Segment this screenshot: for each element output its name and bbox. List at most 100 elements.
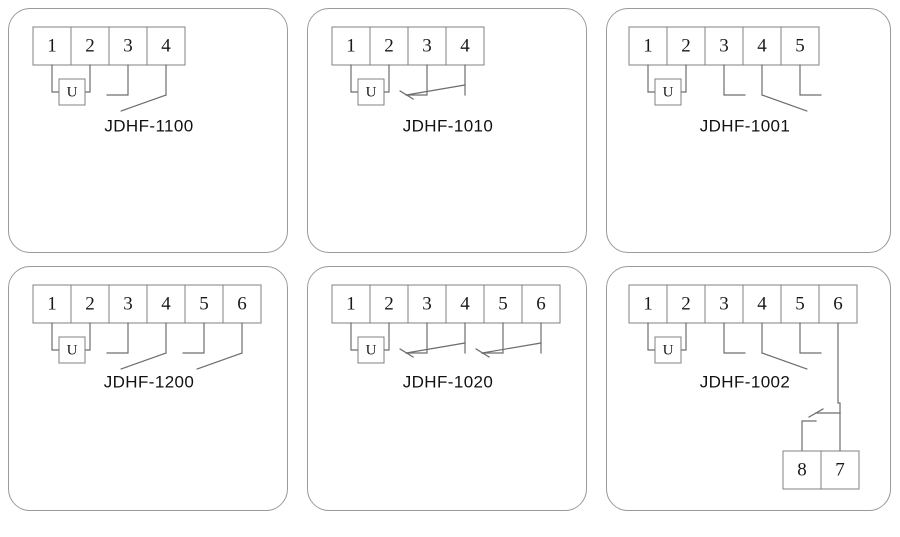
contact-blade-closed	[481, 342, 542, 354]
contact-1-normally-open	[761, 322, 822, 370]
terminal-number-2: 2	[384, 35, 394, 56]
terminal-number-2: 2	[85, 35, 95, 56]
terminal-number-6: 6	[833, 293, 843, 314]
coil-wire-left	[350, 322, 359, 351]
coil-box[interactable]	[58, 78, 86, 106]
coil-label: U	[67, 342, 78, 358]
terminal-number-1: 1	[346, 35, 356, 56]
terminal-box-6[interactable]	[222, 284, 262, 324]
terminal-number-7: 7	[835, 459, 845, 480]
terminal-number-4: 4	[161, 35, 171, 56]
terminal-number-6: 6	[237, 293, 247, 314]
terminal-box-4[interactable]	[742, 284, 782, 324]
contact-stub-wire	[723, 64, 746, 96]
terminal-box-7[interactable]	[820, 450, 860, 490]
coil-box[interactable]	[357, 336, 385, 364]
terminal-box-2[interactable]	[70, 284, 110, 324]
terminal-number-3: 3	[719, 293, 729, 314]
coil-wire-right	[383, 64, 390, 93]
contact-blade-open	[761, 94, 808, 112]
terminal-number-1: 1	[643, 293, 653, 314]
terminal-box-1[interactable]	[331, 26, 371, 66]
contact-2-wire-stub	[723, 64, 746, 96]
contact-nc-cross	[399, 348, 414, 358]
terminal-number-2: 2	[681, 293, 691, 314]
terminal-box-4[interactable]	[146, 26, 186, 66]
coil-label: U	[366, 342, 377, 358]
terminal-box-6[interactable]	[818, 284, 858, 324]
terminal-number-2: 2	[681, 35, 691, 56]
terminal-number-1: 1	[47, 35, 57, 56]
coil-wire-left	[51, 64, 60, 93]
coil-wire-left	[51, 322, 60, 351]
coil-label: U	[366, 84, 377, 100]
coil-wire-right	[680, 322, 687, 351]
terminal-box-2[interactable]	[369, 284, 409, 324]
coil-box[interactable]	[357, 78, 385, 106]
terminal-box-2[interactable]	[666, 26, 706, 66]
contact-blade-closed	[405, 342, 466, 354]
terminal-box-6[interactable]	[521, 284, 561, 324]
contact-2-wire-stub	[723, 322, 746, 354]
terminal-box-5[interactable]	[483, 284, 523, 324]
lower-contact-nc-cross	[808, 408, 824, 418]
terminal-number-3: 3	[719, 35, 729, 56]
terminal-box-3[interactable]	[704, 284, 744, 324]
terminal-number-5: 5	[795, 35, 805, 56]
contact-fixed-lead	[799, 64, 822, 96]
terminal-box-4[interactable]	[445, 26, 485, 66]
coil-box[interactable]	[654, 78, 682, 106]
coil-wire-right	[84, 64, 91, 93]
coil-group-jdhf-1200: U	[51, 322, 91, 364]
terminal-box-8[interactable]	[782, 450, 822, 490]
contact-1-normally-open	[106, 322, 167, 370]
terminal-box-1[interactable]	[32, 284, 72, 324]
coil-wire-left	[647, 64, 656, 93]
contact-blade-open	[761, 352, 808, 370]
contact-fixed-lead	[405, 64, 428, 96]
terminal-number-5: 5	[498, 293, 508, 314]
coil-box[interactable]	[58, 336, 86, 364]
terminal-number-4: 4	[161, 293, 171, 314]
terminal-box-1[interactable]	[628, 284, 668, 324]
terminal-number-1: 1	[346, 293, 356, 314]
coil-wire-right	[680, 64, 687, 93]
coil-wire-right	[84, 322, 91, 351]
coil-group-jdhf-1001: U	[647, 64, 687, 106]
coil-group-jdhf-1020: U	[350, 322, 390, 364]
coil-box[interactable]	[654, 336, 682, 364]
terminal-box-1[interactable]	[331, 284, 371, 324]
terminal-box-4[interactable]	[445, 284, 485, 324]
contact-stub-wire	[723, 322, 746, 354]
coil-wire-left	[647, 322, 656, 351]
terminal-box-1[interactable]	[628, 26, 668, 66]
lower-feed-wire	[837, 322, 841, 414]
contact-1-normally-open	[106, 64, 167, 112]
terminal-box-3[interactable]	[108, 26, 148, 66]
terminal-box-5[interactable]	[184, 284, 224, 324]
coil-wire-right	[383, 322, 390, 351]
contact-2-normally-open	[182, 322, 243, 370]
contact-blade-open	[120, 94, 167, 112]
lower-left-lead	[801, 420, 817, 452]
contact-fixed-lead	[481, 322, 504, 354]
terminal-number-1: 1	[643, 35, 653, 56]
model-label-jdhf-1001: JDHF-1001	[700, 116, 791, 135]
terminal-number-6: 6	[536, 293, 546, 314]
contact-1-normally-closed	[399, 64, 466, 100]
terminal-box-5[interactable]	[780, 26, 820, 66]
terminal-box-1[interactable]	[32, 26, 72, 66]
contact-fixed-lead	[106, 322, 129, 354]
